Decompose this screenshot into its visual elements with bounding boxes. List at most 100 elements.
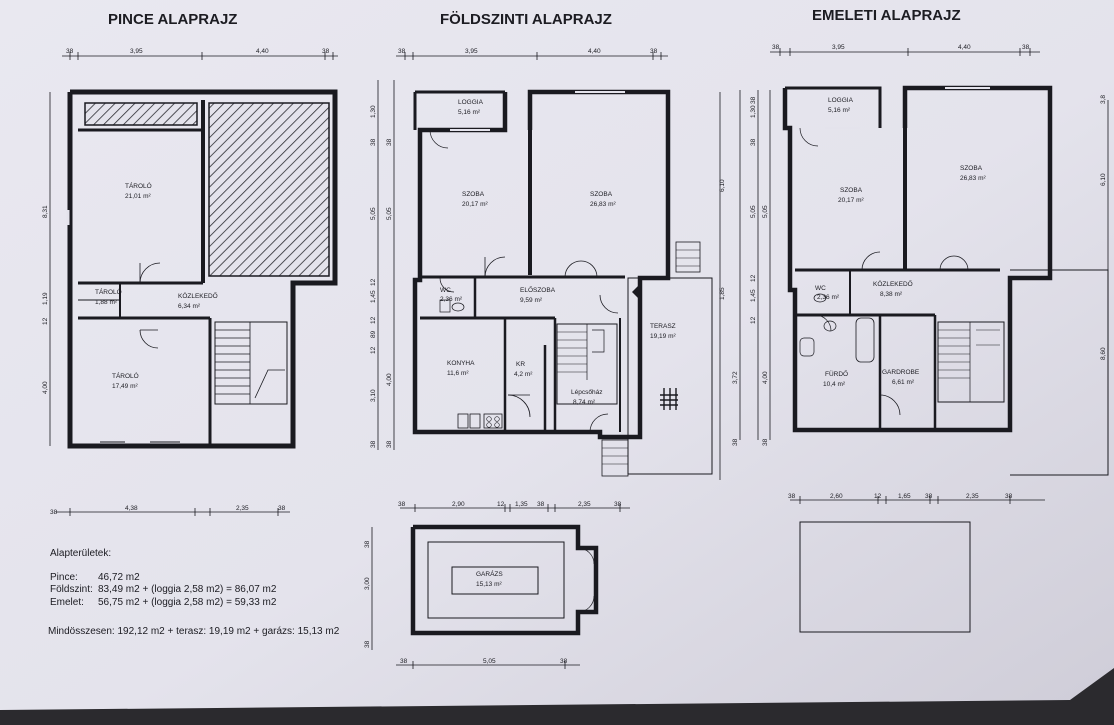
dim-label: 12 [370,346,377,354]
room-area: 1,88 m² [95,299,118,306]
dim-label: 4,40 [256,48,269,55]
summary-value: 46,72 m2 [98,572,140,583]
basement-title: PINCE ALAPRAJZ [108,11,237,28]
ground-dimensions: 38 3,95 4,40 38 38 2,90 12 1,35 38 2,35 … [364,48,658,665]
room-area: 5,16 m² [828,107,851,114]
room-area: 20,17 m² [838,197,864,204]
basement-rooms: TÁROLÓ 21,01 m² TÁROLÓ 1,88 m² KÖZLEKEDŐ… [95,181,218,390]
room-label: Lépcsőház [571,389,602,396]
dim-label: 38 [398,48,406,55]
summary-label: Pince: [50,572,78,583]
dim-label: 2,90 [452,501,465,508]
dim-label: 38 [322,48,330,55]
dim-label: 38 [614,501,622,508]
dim-label: 6,10 [1100,173,1107,186]
dim-label: 38 [650,48,658,55]
dim-label: 4,00 [386,373,393,386]
dim-label: 1,30 [370,105,377,118]
summary-total: Mindösszesen: 192,12 m2 + terasz: 19,19 … [48,626,340,637]
room-area: 20,17 m² [462,201,488,208]
room-label: TÁROLÓ [125,181,152,190]
dim-label: 38 [278,505,286,512]
dim-label: 8,31 [42,205,49,218]
dim-label: 1,35 [515,501,528,508]
room-label: SZOBA [960,165,983,172]
dim-label: 2,35 [966,493,979,500]
room-label: SZOBA [840,187,863,194]
room-area: 5,16 m² [458,109,481,116]
summary-value: 83,49 m2 + (loggia 2,58 m2) = 86,07 m2 [98,584,277,595]
dim-label: 6,10 [719,179,726,192]
dim-label: 3,95 [832,44,845,51]
upper-title: EMELETI ALAPRAJZ [812,7,961,24]
dim-label: 12 [750,274,757,282]
dim-label: 5,05 [370,207,377,220]
dim-label: 38 [50,509,58,516]
room-label: GARÁZS [476,569,503,578]
dim-label: 1,85 [719,287,726,300]
dim-label: 38 [750,138,757,146]
room-area: 21,01 m² [125,193,151,200]
room-area: 4,2 m² [514,371,533,378]
room-label: FÜRDŐ [825,369,848,378]
room-area: 2,36 m² [440,296,463,303]
upper-dimensions: 38 3,95 4,40 38 38 2,60 12 1,65 38 2,35 … [719,44,1107,500]
summary-heading: Alapterületek: [50,548,111,559]
dim-label: 12 [370,278,377,286]
room-label: TÁROLÓ [95,287,122,296]
dim-label: 3,10 [370,389,377,402]
dim-label: 38 [925,493,933,500]
summary-label: Emelet: [50,597,84,608]
room-area: 8,38 m² [880,291,903,298]
dim-label: 12 [370,316,377,324]
room-area: 6,61 m² [892,379,915,386]
dim-label: 5,05 [750,205,757,218]
dim-label: 3,00 [364,577,371,590]
dim-label: 38 [772,44,780,51]
room-area: 2,36 m² [817,294,840,301]
dim-label: 1,65 [898,493,911,500]
dim-label: 38 [762,438,769,446]
room-area: 26,83 m² [960,175,986,182]
ground-rooms: LOGGIA 5,16 m² SZOBA 20,17 m² SZOBA 26,8… [440,99,676,588]
room-area: 11,6 m² [447,370,469,377]
room-label: ELŐSZOBA [520,285,556,294]
dim-label: 38 [370,440,377,448]
dim-label: 38 [400,658,408,665]
dim-label: 38 [537,501,545,508]
summary-label: Földszint: [50,584,93,595]
dim-label: 89 [370,330,377,338]
dim-label: 5,05 [483,658,496,665]
dim-label: 5,05 [762,205,769,218]
room-area: 17,49 m² [112,383,138,390]
dim-label: 1,45 [370,290,377,303]
basement-plan [49,52,338,516]
room-area: 9,59 m² [520,297,543,304]
dim-label: 1,30 [750,105,757,118]
room-label: WC [815,285,826,292]
room-label: LOGGIA [828,97,854,104]
dim-label: 12 [874,493,882,500]
room-label: GARDROBE [882,369,920,376]
area-summary: Alapterületek: Pince: 46,72 m2 Földszint… [48,548,340,637]
ground-title: FÖLDSZINTI ALAPRAJZ [440,11,612,28]
dim-label: 38 [386,440,393,448]
dim-label: 1,19 [42,292,49,305]
room-area: 15,13 m² [476,581,502,588]
dim-label: 38 [1022,44,1030,51]
room-label: KONYHA [447,360,475,367]
dim-label: 38 [560,658,568,665]
room-label: TÁROLÓ [112,371,139,380]
dim-label: 2,60 [830,493,843,500]
room-area: 19,19 m² [650,333,676,340]
dim-label: 38 [788,493,796,500]
dim-label: 2,35 [578,501,591,508]
room-area: 10,4 m² [823,381,846,388]
upper-plan [739,48,1109,633]
room-label: LOGGIA [458,99,484,106]
dim-label: 3,72 [732,371,739,384]
dim-label: 12 [497,501,505,508]
dim-label: 38 [364,640,371,648]
room-area: 8,74 m² [573,399,596,406]
